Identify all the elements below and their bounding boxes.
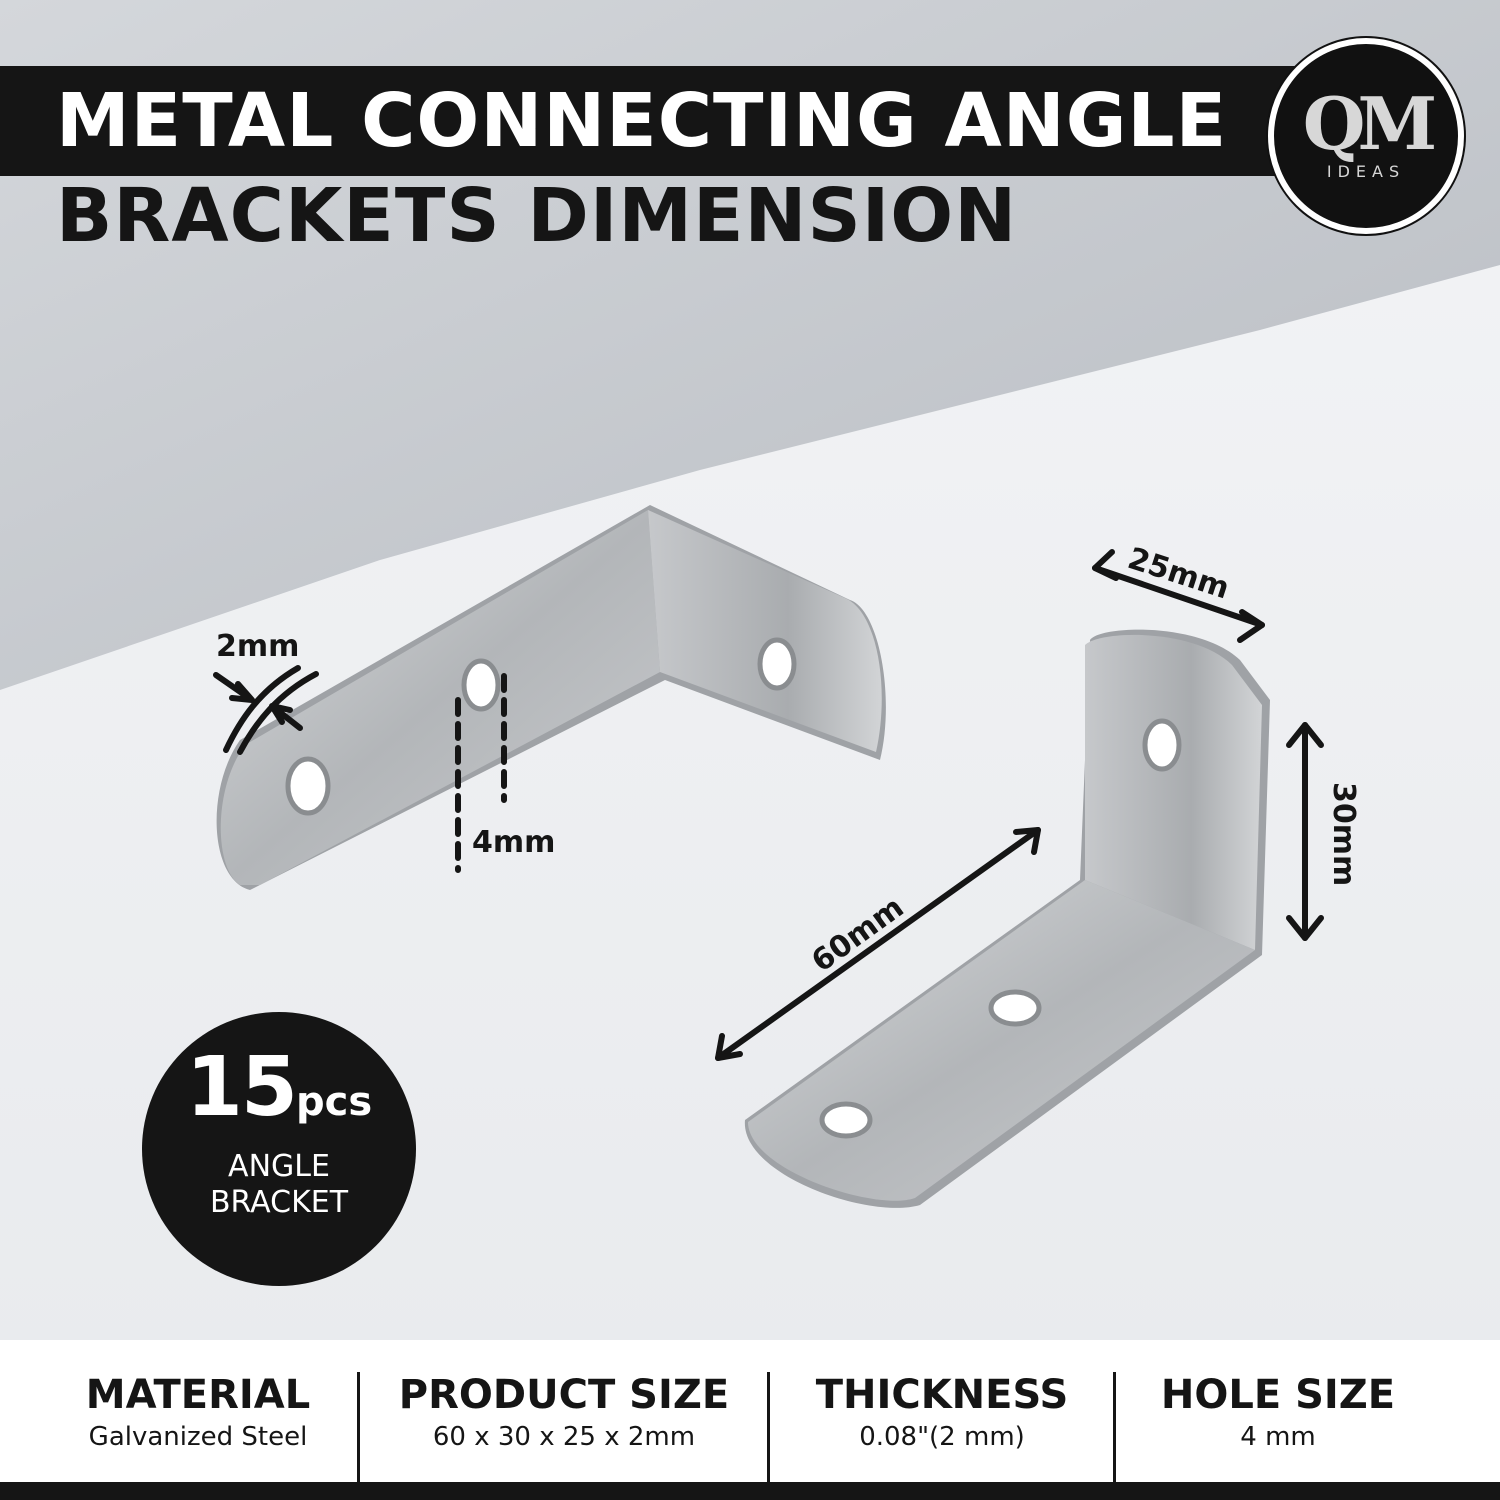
right-bracket (744, 629, 1270, 1208)
quantity-number: 15 (185, 1040, 298, 1135)
left-bracket (216, 505, 886, 890)
width-arrow-head-left (1092, 549, 1119, 581)
bottom-rule (0, 1482, 1500, 1500)
spec-value: Galvanized Steel (88, 1422, 308, 1452)
spec-heading: THICKNESS (815, 1372, 1069, 1418)
quantity-badge: 15pcs ANGLE BRACKET (142, 1012, 416, 1286)
thickness-label: 2mm (216, 629, 300, 664)
spec-material: MATERIAL Galvanized Steel (40, 1370, 356, 1454)
height-arrow-head-bottom (1286, 915, 1324, 941)
quantity-unit: pcs (295, 1079, 373, 1125)
spec-heading: PRODUCT SIZE (398, 1372, 730, 1418)
thickness-arrow-in (213, 672, 255, 703)
thickness-arrow-out (269, 703, 303, 731)
spec-value: 60 x 30 x 25 x 2mm (432, 1422, 696, 1452)
spec-hole-size: HOLE SIZE 4 mm (1118, 1370, 1438, 1454)
logo-sub: IDEAS (1326, 162, 1406, 181)
length-arrow-line (715, 827, 1041, 1061)
width-arrow-head-right (1237, 609, 1265, 643)
height-label: 30mm (1326, 782, 1361, 887)
spec-value: 0.08"(2 mm) (859, 1422, 1025, 1452)
spec-thickness: THICKNESS 0.08"(2 mm) (772, 1370, 1112, 1454)
spec-heading: HOLE SIZE (1160, 1372, 1396, 1418)
height-arrow-head-top (1286, 722, 1324, 748)
badge-line-2: BRACKET (209, 1185, 349, 1220)
spec-divider (357, 1372, 360, 1482)
spec-value: 4 mm (1240, 1422, 1316, 1452)
badge-line-1: ANGLE (228, 1149, 330, 1184)
thickness-arc-outer (223, 665, 301, 753)
quantity-count: 15pcs (142, 1040, 416, 1135)
length-arrow-head-right (1013, 827, 1041, 855)
brand-logo: QM IDEAS (1268, 38, 1464, 234)
title-banner: METAL CONNECTING ANGLE (0, 66, 1310, 176)
width-arrow-line (1092, 565, 1265, 628)
thickness-arc-inner (237, 671, 319, 755)
logo-mark: QM (1302, 81, 1437, 166)
hole-label: 4mm (472, 825, 556, 860)
title-line-2: BRACKETS DIMENSION (56, 173, 1018, 259)
spec-divider (1113, 1372, 1116, 1482)
length-arrow-head-left (715, 1033, 743, 1061)
spec-heading: MATERIAL (85, 1372, 311, 1418)
title-line-1: METAL CONNECTING ANGLE (56, 78, 1228, 164)
spec-divider (767, 1372, 770, 1482)
spec-bar: MATERIAL Galvanized Steel PRODUCT SIZE 6… (0, 1340, 1500, 1500)
spec-product-size: PRODUCT SIZE 60 x 30 x 25 x 2mm (362, 1370, 766, 1454)
